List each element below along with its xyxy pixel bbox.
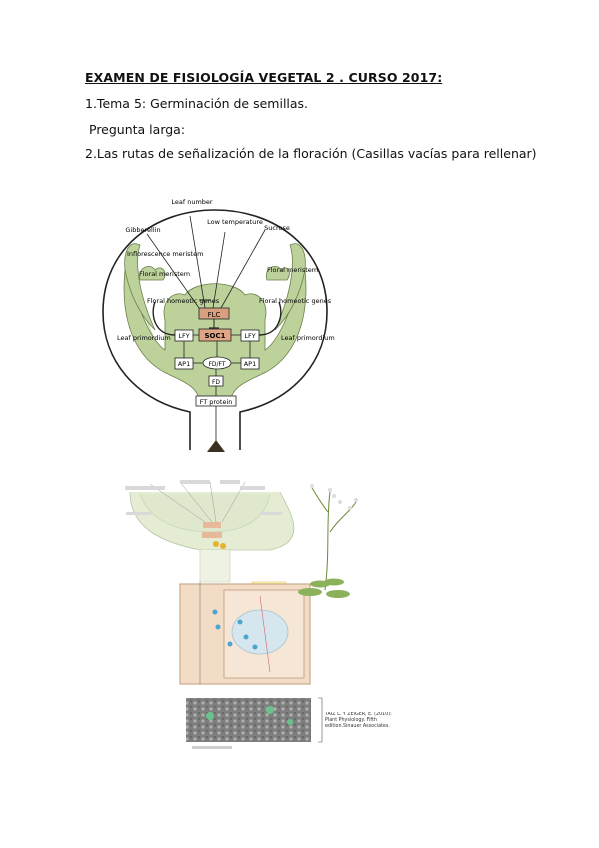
ap1-left-label: AP1 — [178, 360, 191, 368]
leaf-primordium-right-label: Leaf primordium — [281, 334, 335, 342]
inflorescence-meristem-label: Inflorescence meristem — [127, 250, 203, 258]
lfy-left-label: LFY — [178, 332, 189, 340]
ft-protein-label: FT protein — [200, 398, 233, 406]
topic-line: 1.Tema 5: Germinación de semillas. — [85, 96, 309, 111]
figure-citation: TAIZ L. Y ZEIGER, E. (2010): Plant Physi… — [325, 712, 392, 729]
lfy-right-label: LFY — [244, 332, 255, 340]
low-temperature-label: Low temperature — [207, 218, 263, 226]
question-type-line: Pregunta larga: — [89, 122, 186, 137]
leaf-primordium-left-label: Leaf primordium — [117, 334, 171, 342]
gibberellin-label: Gibberellin — [125, 226, 160, 234]
floral-homeotic-left-label: Floral homeotic genes — [147, 297, 220, 305]
flc-label: FLC — [208, 311, 221, 319]
ft-pathway-figure: TAIZ L. Y ZEIGER, E. (2010): Plant Physi… — [125, 480, 392, 749]
fd-ft-label: FD/FT — [208, 361, 225, 368]
exam-title: EXAMEN DE FISIOLOGÍA VEGETAL 2 . CURSO 2… — [85, 70, 443, 85]
sucrose-label: Sucrose — [264, 224, 290, 232]
ap1-right-label: AP1 — [244, 360, 257, 368]
flowering-signaling-diagram: FLC SOC1 LFY LFY AP1 AP1 FD/FT FD FT pro… — [102, 198, 335, 452]
soc1-label: SOC1 — [205, 332, 226, 340]
leaf-number-label: Leaf number — [171, 198, 213, 206]
question-line: 2.Las rutas de señalización de la florac… — [85, 146, 537, 161]
fd-label: FD — [212, 379, 220, 386]
floral-meristem-right-label: Floral meristem — [267, 266, 318, 274]
floral-homeotic-right-label: Floral homeotic genes — [259, 297, 332, 305]
floral-meristem-left-label: Floral meristem — [139, 270, 190, 278]
